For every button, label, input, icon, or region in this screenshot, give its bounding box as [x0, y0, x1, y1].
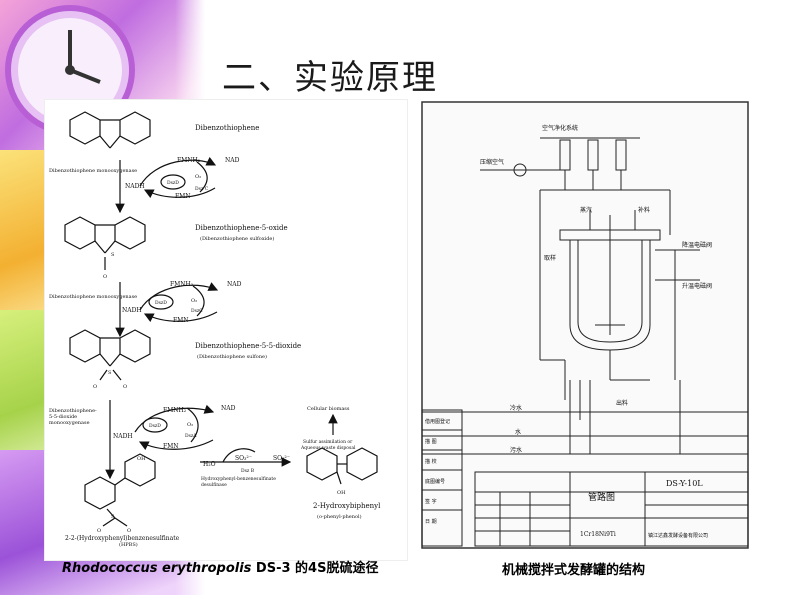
label-compressed-air: 压缩空气 — [480, 158, 504, 166]
label-sulfone: Dibenzothiophene-5-5-dioxide — [195, 342, 301, 350]
label-o2-2: O₂ — [191, 298, 197, 304]
slide-title: 二、实验原理 — [222, 58, 438, 98]
label-sidebox-4: 签 字 — [425, 498, 437, 505]
label-cold-water: 冷水 — [510, 404, 522, 412]
label-drawing-no: DS-Y-10L — [666, 479, 703, 488]
label-drawing-name: 管路图 — [588, 491, 615, 503]
sulfoxide-structure — [64, 216, 146, 270]
left-caption-italic: Rhodococcus erythropolis — [62, 561, 252, 576]
label-oh-2: OH — [337, 490, 346, 496]
label-dszd-2: DszD — [155, 300, 167, 306]
label-sidebox-2: 描 校 — [425, 458, 437, 465]
dibenzothiophene-structure — [69, 111, 151, 149]
label-dibenzothiophene: Dibenzothiophene — [195, 124, 259, 132]
label-o-1: O — [103, 274, 107, 280]
label-enzyme1: Dibenzothiophene monooxygenase — [49, 168, 137, 174]
label-assimilation-1: Sulfur assimilation or — [303, 439, 353, 445]
label-water: 水 — [515, 428, 521, 436]
label-sidebox-5: 日 期 — [425, 519, 437, 525]
label-enzyme3a: Dibenzothiophene- — [49, 408, 97, 414]
label-nadh-2: NADH — [122, 307, 142, 314]
label-assimilation-2: Aqueous waste disposal — [300, 445, 356, 451]
label-hydroxybiphenyl-alt: (o-phenyl-phenol) — [317, 513, 362, 520]
sulfone-structure — [69, 329, 151, 381]
left-caption-rest: DS-3 的4S脱硫途径 — [251, 561, 379, 576]
label-o-2: O — [93, 384, 97, 390]
label-s-3: S — [111, 514, 115, 520]
label-so4: SO₄²⁻ — [273, 455, 290, 462]
fermenter-diagram: 空气净化系统 压缩空气 蒸汽 补料 取样 降温电磁阀 升温电磁阀 出料 冷水 水… — [421, 101, 749, 549]
label-enzyme4a: Hydroxyphenyl-benzenesulfinate — [201, 476, 276, 482]
label-s-1: S — [111, 252, 115, 258]
label-o2-1: O₂ — [195, 174, 201, 180]
label-dszd-1: DszD — [167, 180, 179, 186]
hpbs-structure — [84, 453, 156, 527]
label-o-4: O — [97, 528, 101, 534]
pathway-panel: Dibenzothiophene Dibenzothiophene monoox… — [45, 100, 407, 560]
label-heating-valve: 升温电磁阀 — [682, 282, 712, 290]
label-fmnh2-2: FMNH₂ — [170, 281, 194, 288]
label-oh-1: OH — [137, 456, 146, 462]
label-air-filter: 空气净化系统 — [542, 124, 578, 132]
label-cooling-valve: 降温电磁阀 — [682, 241, 712, 249]
label-sulfoxide-alt: (Dibenzothiophene sulfoxide) — [200, 235, 274, 242]
label-sidebox-1: 描 图 — [425, 438, 437, 445]
label-sidebox-3: 底图编号 — [425, 478, 445, 485]
label-company: 镇江达鑫发酵设备有限公司 — [648, 532, 708, 539]
hydroxybiphenyl-structure — [306, 447, 378, 485]
label-fmn-2: FMN — [173, 317, 189, 324]
label-nad-3: NAD — [221, 405, 236, 412]
label-sulfone-alt: (Dibenzothiophene sulfone) — [197, 353, 267, 360]
label-sulfoxide: Dibenzothiophene-5-oxide — [195, 224, 288, 232]
label-nadh-3: NADH — [113, 433, 133, 440]
label-nadh-1: NADH — [125, 183, 145, 190]
label-hydroxybiphenyl: 2-Hydroxybiphenyl — [313, 502, 381, 510]
label-o2-3: O₂ — [187, 422, 193, 428]
right-caption: 机械搅拌式发酵罐的结构 — [502, 563, 646, 578]
label-enzyme2: Dibenzothiophene monooxygenase — [49, 294, 137, 300]
label-so3: SO₃²⁻ — [235, 455, 252, 462]
label-fmn-3: FMN — [163, 443, 179, 450]
label-fmnh2-3: FMNH₂ — [163, 407, 187, 414]
label-o-3: O — [123, 384, 127, 390]
label-dszc-2: DszC — [191, 308, 203, 314]
label-sewage: 污水 — [510, 446, 522, 454]
label-cellular-biomass: Cellular biomass — [307, 406, 350, 412]
label-o-5: O — [127, 528, 131, 534]
label-dszb: Dsz B — [241, 468, 255, 474]
label-fmn-1: FMN — [175, 193, 191, 200]
label-hpbs: 2-2-(Hydroxyphenyl)benzenesulfinate — [65, 535, 180, 542]
pathway-diagram: Dibenzothiophene Dibenzothiophene monoox… — [49, 111, 381, 548]
label-dszc-1: Dsz C — [195, 186, 209, 192]
label-enzyme3c: monooxygenase — [49, 420, 90, 426]
label-dsza: DszA — [185, 433, 197, 439]
label-hpbs-alt: (HPBS) — [119, 541, 138, 548]
label-fmnh2-1: FMNH₂ — [177, 157, 201, 164]
label-discharge: 出料 — [616, 399, 628, 407]
left-caption: Rhodococcus erythropolis DS-3 的4S脱硫途径 — [62, 557, 378, 576]
label-h2o: H₂O — [203, 461, 216, 468]
label-feed: 补料 — [638, 206, 650, 214]
label-s-2: S — [108, 370, 112, 376]
label-sampling: 取样 — [544, 254, 556, 262]
label-nad-2: NAD — [227, 281, 242, 288]
label-sidebox-0: 借用图登记 — [425, 418, 450, 425]
label-enzyme3b: 5-5-dioxide — [49, 414, 77, 420]
label-dszd-3: DszD — [149, 423, 161, 429]
label-material: 1Cr18Ni9Ti — [580, 531, 616, 538]
label-enzyme4b: desulfinase — [201, 482, 227, 488]
fermenter-panel: 空气净化系统 压缩空气 蒸汽 补料 取样 降温电磁阀 升温电磁阀 出料 冷水 水… — [420, 100, 750, 550]
label-steam: 蒸汽 — [580, 206, 592, 214]
label-nad-1: NAD — [225, 157, 240, 164]
